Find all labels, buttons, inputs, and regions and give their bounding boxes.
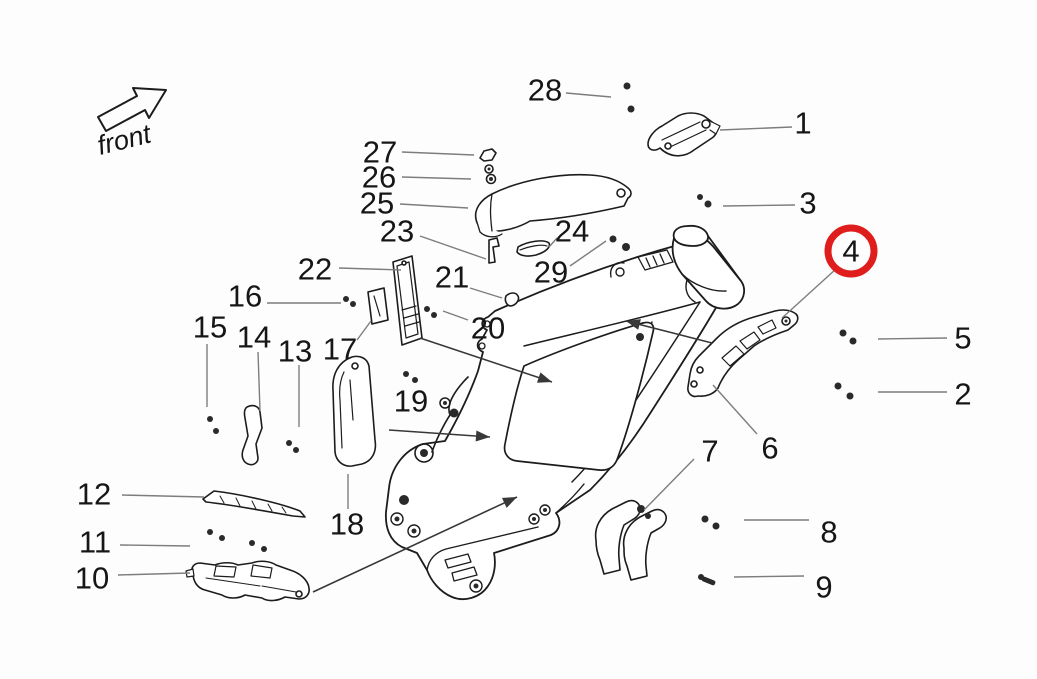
front-arrow-icon — [97, 87, 167, 132]
part-number-9: 9 — [815, 570, 832, 605]
front-direction-indicator: front — [94, 87, 167, 161]
part-number-18: 18 — [330, 507, 364, 542]
callout-21: 21 — [435, 260, 503, 299]
assembly-arrow-3 — [625, 319, 713, 344]
part-number-1: 1 — [794, 106, 811, 141]
callout-3: 3 — [722, 186, 817, 221]
part-number-26: 26 — [362, 160, 396, 195]
screws-8 — [701, 515, 720, 530]
part-4-6-mount-bracket — [687, 309, 799, 398]
part-10-rail — [185, 560, 310, 602]
loose-parts — [185, 112, 799, 602]
part-number-7: 7 — [701, 434, 718, 469]
screws-28 — [623, 82, 635, 113]
screws-5 — [839, 329, 857, 345]
callout-16: 16 — [228, 279, 341, 314]
screws-13 — [286, 440, 299, 453]
fasteners — [207, 82, 857, 586]
callout-4: 4 — [781, 224, 878, 319]
callout-29: 29 — [534, 240, 607, 290]
part-number-12: 12 — [77, 477, 111, 512]
part-number-4: 4 — [842, 234, 859, 269]
part-number-10: 10 — [75, 561, 109, 596]
part-number-24: 24 — [555, 214, 589, 249]
part-number-5: 5 — [954, 321, 971, 356]
part-23-post — [488, 237, 500, 264]
part-number-6: 6 — [761, 431, 778, 466]
part-number-11: 11 — [79, 525, 111, 560]
callout-28: 28 — [528, 73, 612, 108]
part-number-3: 3 — [799, 186, 816, 221]
callout-22: 22 — [298, 252, 402, 287]
callout-9: 9 — [733, 570, 833, 605]
callout-8: 8 — [744, 515, 838, 550]
screws-29 — [609, 235, 630, 251]
part-number-28: 28 — [528, 73, 562, 108]
part-12-blade — [202, 490, 306, 518]
callout-19: 19 — [388, 384, 491, 442]
callout-5: 5 — [877, 321, 972, 356]
callout-24: 24 — [548, 214, 589, 249]
part-26-rings — [484, 164, 497, 185]
part-1-gusset — [647, 112, 721, 157]
part-number-13: 13 — [278, 334, 312, 369]
highlight-circle — [824, 224, 878, 278]
part-number-2: 2 — [954, 377, 971, 412]
assembly-arrow-2 — [419, 337, 553, 383]
assembly-arrow-1 — [312, 496, 518, 593]
part-number-14: 14 — [237, 320, 271, 355]
callout-26: 26 — [362, 160, 472, 195]
screws-11 — [207, 529, 267, 552]
part-7-brackets — [594, 499, 667, 581]
screws-19 — [403, 371, 418, 383]
callout-27: 27 — [363, 135, 475, 170]
callout-10: 10 — [75, 561, 191, 596]
callout-14: 14 — [237, 320, 271, 412]
callout-18: 18 — [330, 474, 364, 542]
screws-3 — [697, 194, 712, 208]
callout-2: 2 — [878, 377, 972, 412]
part-25-top-cover — [474, 173, 632, 238]
callout-13: 13 — [278, 334, 312, 427]
callout-15: 15 — [193, 310, 227, 407]
part-number-22: 22 — [298, 252, 332, 287]
screws-20 — [424, 306, 437, 318]
callout-1: 1 — [719, 106, 812, 141]
part-17-plate — [367, 287, 389, 325]
part-24-tray — [516, 240, 551, 257]
part-21-clip — [504, 292, 520, 307]
part-number-17: 17 — [323, 332, 357, 367]
screw-9 — [698, 574, 716, 586]
part-number-27: 27 — [363, 135, 397, 170]
callout-7: 7 — [643, 434, 719, 511]
screws-2 — [834, 382, 854, 400]
callout-6: 6 — [712, 384, 779, 466]
part-18-guard — [332, 355, 377, 467]
callout-12: 12 — [77, 477, 205, 512]
callout-23: 23 — [380, 214, 487, 260]
screws-15 — [207, 416, 219, 434]
part-number-15: 15 — [193, 310, 227, 345]
part-number-20: 20 — [471, 311, 505, 346]
part-number-29: 29 — [534, 255, 568, 290]
screws-16 — [343, 296, 356, 307]
callout-17: 17 — [323, 320, 372, 367]
part-number-8: 8 — [820, 515, 837, 550]
part-14-bracket — [241, 404, 263, 466]
part-27-washer — [479, 148, 497, 162]
part-number-21: 21 — [435, 260, 469, 295]
part-number-25: 25 — [360, 186, 394, 221]
callout-20: 20 — [442, 310, 505, 346]
frame-drawing — [385, 224, 745, 600]
part-number-23: 23 — [380, 214, 414, 249]
callout-25: 25 — [360, 186, 469, 221]
part-number-19: 19 — [394, 384, 428, 419]
callout-11: 11 — [79, 525, 191, 560]
part-number-16: 16 — [228, 279, 262, 314]
